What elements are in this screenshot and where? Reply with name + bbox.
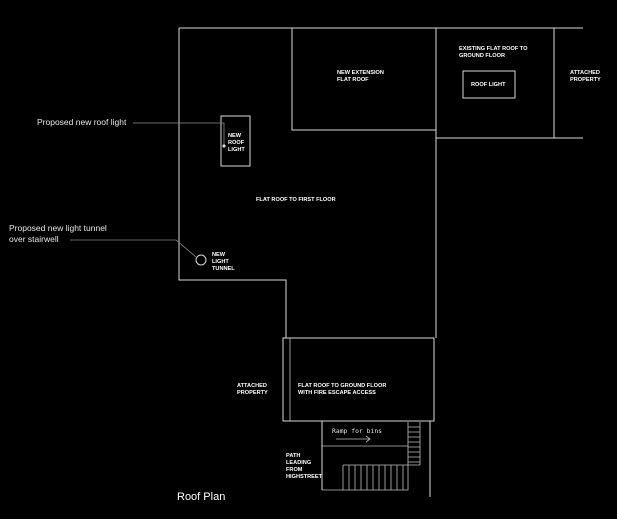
attached-property-left-label: ATTACHED bbox=[237, 383, 267, 389]
attached-property-left-label-2: PROPERTY bbox=[237, 390, 268, 396]
annotation-light-tunnel-2: over stairwell bbox=[9, 234, 59, 244]
ramp-label: Ramp for bins bbox=[332, 427, 382, 435]
annotation-light-tunnel: Proposed new light tunnel bbox=[9, 223, 107, 233]
new-light-tunnel-label-2: LIGHT bbox=[212, 259, 229, 265]
drawing-labels: NEW EXTENSION FLAT ROOF EXISTING FLAT RO… bbox=[212, 46, 601, 480]
new-roof-light-label-2: ROOF bbox=[228, 140, 245, 146]
attached-property-right-label-2: PROPERTY bbox=[570, 77, 601, 83]
drawing-title: Roof Plan bbox=[177, 491, 225, 503]
path-label-4: HIGHSTREET bbox=[286, 474, 323, 480]
flat-roof-first-floor-label: FLAT ROOF TO FIRST FLOOR bbox=[256, 197, 336, 203]
path-label-2: LEADING bbox=[286, 460, 311, 466]
annotations: Proposed new roof light Proposed new lig… bbox=[9, 117, 127, 244]
existing-flat-roof-label-2: GROUND FLOOR bbox=[459, 53, 505, 59]
attached-property-right-label: ATTACHED bbox=[570, 70, 600, 76]
annotation-leaders bbox=[70, 122, 226, 258]
new-light-tunnel-label-3: TUNNEL bbox=[212, 266, 235, 272]
flat-roof-ground-label-2: WITH FIRE ESCAPE ACCESS bbox=[298, 390, 376, 396]
existing-flat-roof-label: EXISTING FLAT ROOF TO bbox=[459, 46, 528, 52]
path-label: PATH bbox=[286, 453, 300, 459]
flat-roof-ground-label: FLAT ROOF TO GROUND FLOOR bbox=[298, 383, 386, 389]
roof-light-label: ROOF LIGHT bbox=[471, 82, 506, 88]
new-extension-label-2: FLAT ROOF bbox=[337, 77, 369, 83]
path-label-3: FROM bbox=[286, 467, 303, 473]
new-roof-light-label: NEW bbox=[228, 133, 242, 139]
new-light-tunnel-label: NEW bbox=[212, 252, 226, 258]
new-roof-light-label-3: LIGHT bbox=[228, 147, 245, 153]
building-outline bbox=[178, 27, 583, 497]
annotation-roof-light: Proposed new roof light bbox=[37, 117, 127, 127]
new-extension-label: NEW EXTENSION bbox=[337, 70, 384, 76]
